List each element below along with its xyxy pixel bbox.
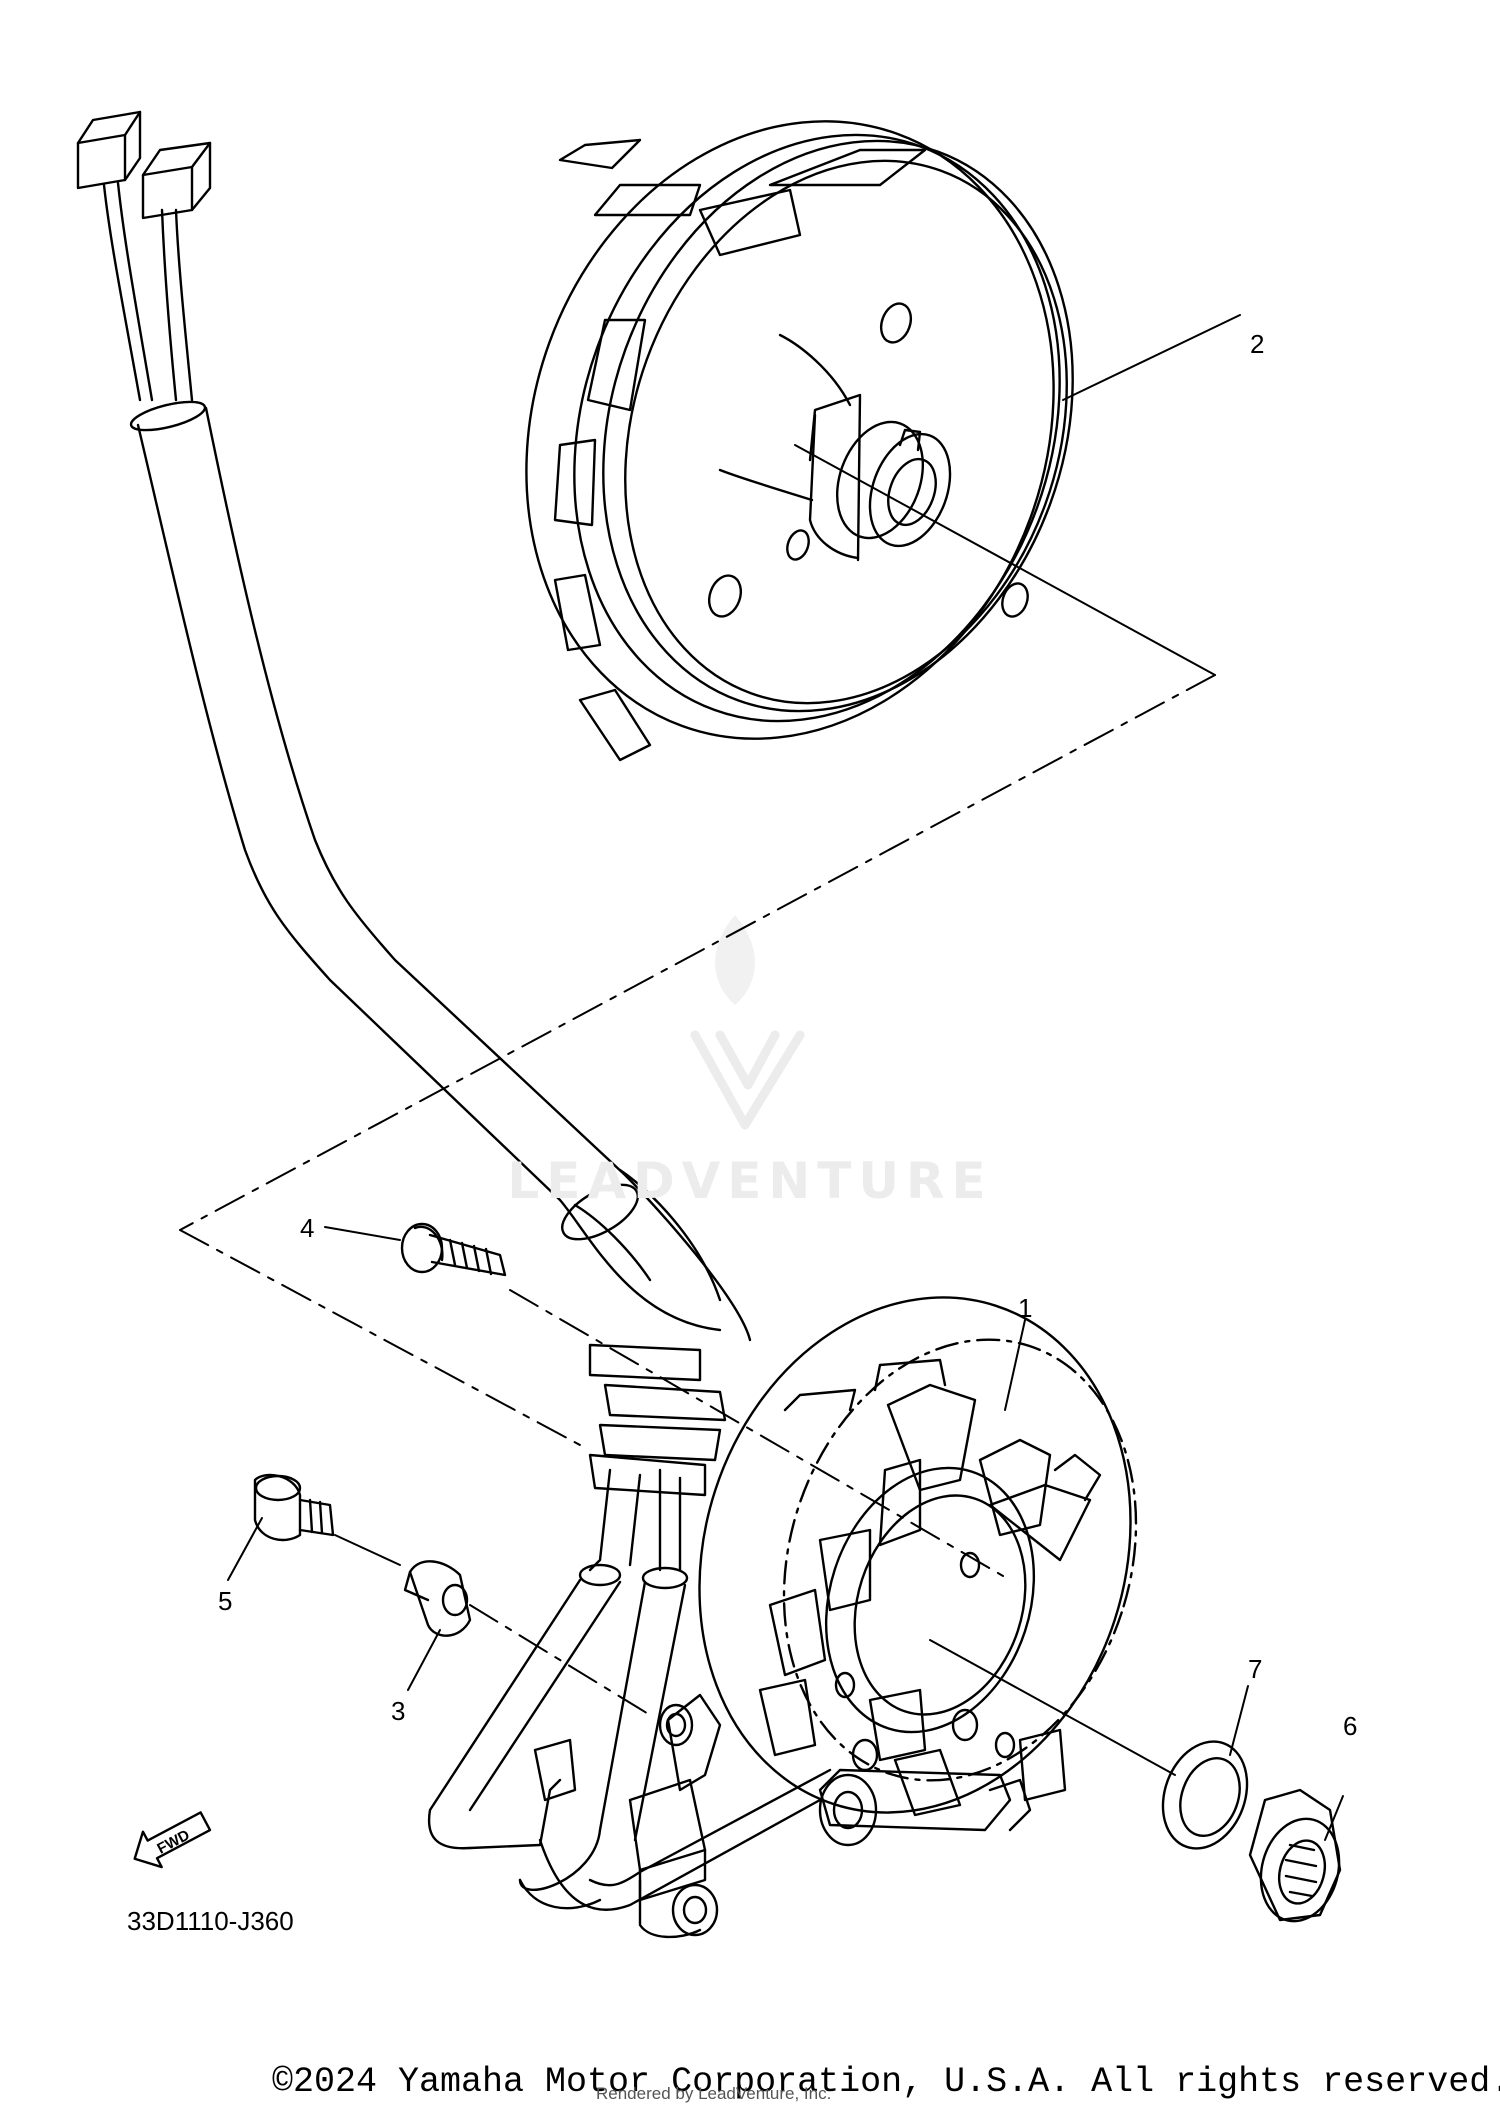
callout-2: 2 bbox=[1250, 329, 1264, 359]
stator-assembly bbox=[533, 1296, 1138, 1939]
callout-4: 4 bbox=[300, 1213, 314, 1243]
callout-3: 3 bbox=[391, 1696, 405, 1726]
callout-leaders bbox=[227, 314, 1344, 1841]
callout-6: 6 bbox=[1343, 1711, 1357, 1741]
flywheel-rotor bbox=[525, 120, 1074, 762]
wire-harness bbox=[76, 110, 752, 1342]
rendered-by-credit: Rendered by LeadVenture, Inc. bbox=[596, 2084, 832, 2103]
bolt-part-5 bbox=[253, 1473, 335, 1542]
copyright-notice: ©2024 Yamaha Motor Corporation, U.S.A. A… bbox=[272, 2062, 1500, 2102]
nut-part-6 bbox=[1248, 1788, 1342, 1923]
assembly-lines bbox=[179, 444, 1216, 1776]
callout-1: 1 bbox=[1018, 1293, 1032, 1323]
callout-5: 5 bbox=[218, 1586, 232, 1616]
watermark-text: LEADVENTURE bbox=[507, 1152, 993, 1210]
washer-part-7 bbox=[1161, 1740, 1249, 1850]
leadventure-watermark-logo bbox=[690, 915, 805, 1130]
fwd-arrow-icon: FWD bbox=[133, 1811, 212, 1869]
clamp-part-3 bbox=[403, 1560, 472, 1637]
stator-leads bbox=[427, 1343, 832, 1911]
drawing-code: 33D1110-J360 bbox=[127, 1906, 294, 1936]
bolt-part-4 bbox=[400, 1222, 507, 1277]
callout-7: 7 bbox=[1248, 1654, 1262, 1684]
